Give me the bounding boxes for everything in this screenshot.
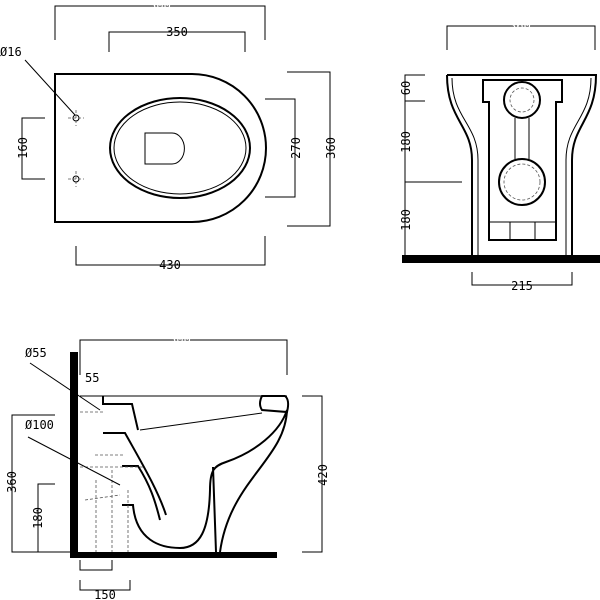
side-view: 500 Ø55 55 Ø100 420 360 180 100 150 xyxy=(5,333,330,600)
side-floor xyxy=(70,552,277,558)
inlet-circle xyxy=(503,81,541,119)
rim xyxy=(259,395,290,414)
dim-215: 215 xyxy=(511,279,533,293)
floor xyxy=(402,255,600,263)
dim-360: 360 xyxy=(324,137,338,159)
dim-180-lower: 180 xyxy=(399,209,413,231)
dim-60: 60 xyxy=(399,81,413,95)
dim-hole-dia: Ø16 xyxy=(0,45,22,59)
front-view: 360 215 60 180 180 xyxy=(399,19,600,293)
dim-outlet-dia: Ø100 xyxy=(25,418,54,432)
dim-100: 100 xyxy=(85,569,107,583)
dim-350: 350 xyxy=(166,25,188,39)
dim-150: 150 xyxy=(94,588,116,600)
dim-side-500: 500 xyxy=(169,333,191,347)
top-view: 500 350 Ø16 160 270 360 430 xyxy=(0,0,338,272)
dim-55: 55 xyxy=(85,371,99,385)
fixing-hole-icon xyxy=(68,110,84,126)
dim-500: 500 xyxy=(149,0,171,13)
bowl-rim xyxy=(109,97,251,199)
dim-270: 270 xyxy=(289,137,303,159)
dim-side-180: 180 xyxy=(31,507,45,529)
dim-420: 420 xyxy=(316,464,330,486)
outlet-circle xyxy=(498,158,546,206)
top-outline xyxy=(54,73,267,223)
dim-inlet-dia: Ø55 xyxy=(25,346,47,360)
bowl-profile xyxy=(102,396,288,553)
front-outline xyxy=(446,74,598,256)
wall xyxy=(70,352,78,558)
dim-430: 430 xyxy=(159,258,181,272)
dim-160: 160 xyxy=(16,137,30,159)
drain-opening xyxy=(144,132,185,165)
fixing-hole-icon xyxy=(68,171,84,187)
dim-front-360: 360 xyxy=(509,19,531,33)
dim-180-upper: 180 xyxy=(399,131,413,153)
inner-frame xyxy=(482,79,563,241)
dim-side-360: 360 xyxy=(5,471,19,493)
